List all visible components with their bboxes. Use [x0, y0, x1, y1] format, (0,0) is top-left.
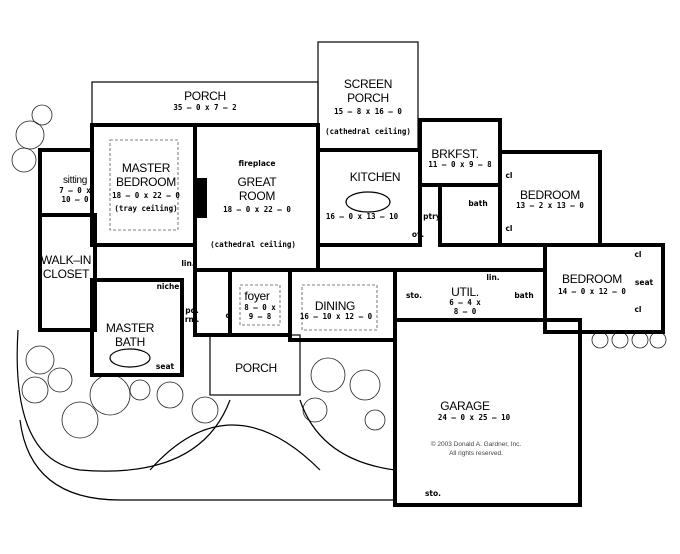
- closet-label: cl: [505, 171, 512, 180]
- utility-dims: 6 – 4 x: [449, 298, 481, 307]
- master-bedroom-label-2: BEDROOM: [116, 175, 176, 189]
- bedroom-2-label: BEDROOM: [562, 272, 622, 286]
- seat-label: seat: [635, 278, 654, 287]
- screen-porch-note: (cathedral ceiling): [325, 127, 411, 136]
- garage-label: GARAGE: [440, 399, 490, 413]
- front-porch-label: PORCH: [235, 361, 277, 375]
- linen-label: lin.: [181, 259, 194, 268]
- linen-label: lin.: [486, 273, 499, 282]
- kitchen-dims: 16 – 0 x 13 – 10: [326, 212, 399, 221]
- kitchen-label: KITCHEN: [350, 170, 401, 184]
- foyer-dims: 8 – 0 x: [244, 303, 276, 312]
- utility-dims-2: 8 – 0: [454, 307, 477, 316]
- copyright-line-2: All rights reserved.: [449, 450, 503, 457]
- great-room-label: GREAT: [238, 175, 278, 189]
- bedroom-label: BEDROOM: [520, 188, 580, 202]
- garage-dims: 24 – 0 x 25 – 10: [438, 413, 511, 422]
- bedroom-2-dims: 14 – 0 x 12 – 0: [558, 287, 626, 296]
- fireplace-label: fireplace: [239, 159, 276, 168]
- walk-in-closet-label-2: CLOSET: [43, 267, 90, 281]
- powder-room-label: pd.: [185, 306, 199, 315]
- foyer-dims-2: 9 – 8: [249, 312, 272, 321]
- sitting-dims: 7 – 0 x: [59, 186, 91, 195]
- breakfast-label: BRKFST.: [431, 147, 478, 161]
- master-bedroom-label: MASTER: [122, 161, 171, 175]
- master-bedroom-dims: 18 – 0 x 22 – 0: [112, 191, 180, 200]
- niche-label: niche: [157, 282, 180, 291]
- porch-rear-dims: 35 – 0 x 7 – 2: [173, 103, 236, 112]
- copyright-line: © 2003 Donald A. Gardner, Inc.: [431, 440, 522, 448]
- pantry-label: ptry.: [423, 212, 443, 221]
- fireplace-icon: [197, 178, 207, 218]
- master-bath-label: MASTER: [106, 321, 155, 335]
- great-room-note: (cathedral ceiling): [210, 240, 296, 249]
- great-room-label-2: ROOM: [239, 189, 275, 203]
- walls: [38, 41, 665, 507]
- bedroom-dims: 13 – 2 x 13 – 0: [516, 201, 584, 210]
- seat-label: seat: [156, 362, 175, 371]
- screen-porch-dims: 15 – 8 x 16 – 0: [334, 107, 402, 116]
- powder-room-label-2: rm.: [185, 315, 200, 324]
- master-bedroom-note: (tray ceiling): [114, 204, 177, 213]
- landscaping: [11, 104, 667, 501]
- oven-label: ov.: [412, 230, 424, 239]
- closet-label: cl: [634, 250, 641, 259]
- sitting-label: sitting: [63, 175, 87, 186]
- walk-in-closet-label: WALK–IN: [41, 253, 91, 267]
- master-bath-label-2: BATH: [115, 335, 145, 349]
- foyer-label: foyer: [244, 289, 269, 303]
- closet-label: cl: [225, 311, 232, 320]
- bath-label: bath: [468, 199, 487, 208]
- porch-rear-label: PORCH: [184, 89, 226, 103]
- screen-porch-label: SCREEN: [344, 77, 392, 91]
- sitting-dims-2: 10 – 0: [61, 195, 89, 204]
- screen-porch-label-2: PORCH: [347, 91, 389, 105]
- utility-label: UTIL.: [451, 285, 479, 299]
- storage-label: sto.: [406, 291, 422, 300]
- bath-2-label: bath: [514, 291, 533, 300]
- great-room-dims: 18 – 0 x 22 – 0: [223, 205, 291, 214]
- dining-label: DINING: [315, 299, 355, 313]
- closet-label: cl: [505, 224, 512, 233]
- closet-label: cl: [634, 305, 641, 314]
- garage-storage-label: sto.: [425, 489, 441, 498]
- dining-dims: 16 – 10 x 12 – 0: [300, 312, 373, 321]
- breakfast-dims: 11 – 0 x 9 – 8: [428, 160, 492, 169]
